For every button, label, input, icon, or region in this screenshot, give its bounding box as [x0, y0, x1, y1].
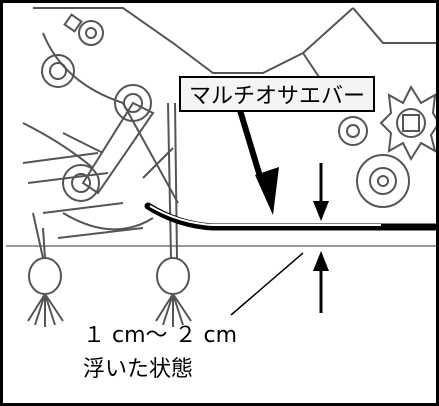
gap-arrow-top-icon	[313, 163, 329, 221]
floating-state-text: 浮いた状態	[83, 357, 194, 382]
callout-arrow-icon	[236, 106, 279, 215]
mulch-press-bar-diagram	[6, 7, 436, 327]
plant-center	[155, 257, 192, 327]
mulch-press-bar-highlight	[149, 205, 381, 226]
machine-housing	[22, 7, 436, 204]
tine-rotor	[22, 84, 174, 239]
gap-note: １ cm～ ２ cm 浮いた状態	[83, 319, 237, 387]
mulch-press-bar-label: マルチオサエバー	[179, 76, 376, 112]
right-roller	[338, 116, 410, 208]
mulch-press-bar	[144, 202, 436, 231]
gap-range-text: １ cm～ ２ cm	[83, 323, 238, 348]
right-gear	[379, 84, 436, 162]
support-posts	[32, 102, 178, 259]
plant-left	[27, 257, 64, 327]
top-left-roller	[41, 54, 75, 88]
gap-arrow-bottom-icon	[313, 251, 329, 313]
top-bolt-icon	[63, 13, 104, 46]
note-leader-line	[230, 252, 304, 316]
